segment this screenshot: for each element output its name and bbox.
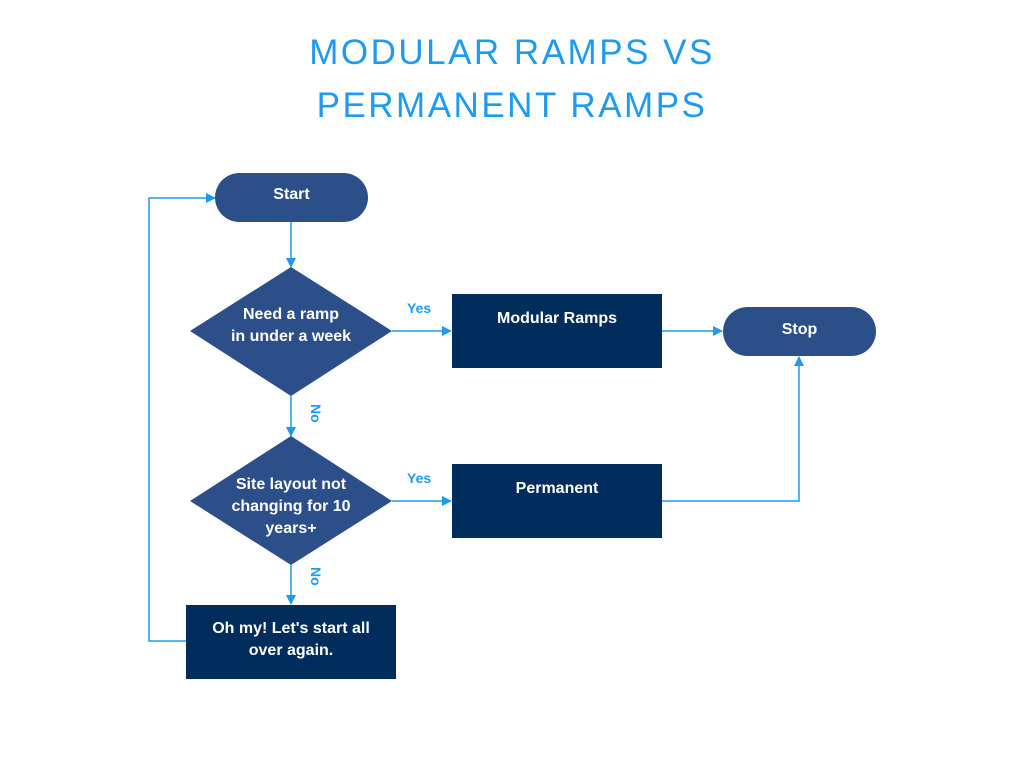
decision1-label: Need a ramp in under a week: [190, 304, 392, 348]
title-line-1: MODULAR RAMPS VS: [309, 33, 715, 72]
restart-label: Oh my! Let's start all over again.: [186, 618, 396, 662]
restart-label-line1: Oh my! Let's start all: [212, 620, 370, 637]
edge-label-no-1: No: [308, 404, 324, 423]
modular-ramps-label: Modular Ramps: [496, 310, 617, 327]
modular-ramps-process[interactable]: [452, 294, 662, 368]
decision1-label-line1: Need a ramp: [242, 306, 340, 323]
permanent-process[interactable]: [452, 464, 662, 538]
edge-label-yes-1: Yes: [407, 300, 432, 316]
permanent-label: Permanent: [515, 480, 599, 497]
decision2-label-line1: Site layout not: [235, 476, 347, 493]
edge-label-no-2: No: [308, 567, 324, 586]
title-line-2: PERMANENT RAMPS: [316, 86, 708, 125]
start-label: Start: [273, 186, 310, 203]
decision2-label-line3: years+: [265, 520, 317, 537]
edge-permanent-to-stop: [662, 356, 804, 502]
restart-process[interactable]: [186, 605, 396, 679]
decision-need-ramp-week[interactable]: [190, 267, 392, 396]
decision2-label-line2: changing for 10: [231, 498, 351, 515]
edge-restart-to-start: [148, 193, 216, 642]
start-terminal[interactable]: [215, 173, 368, 222]
restart-label-line2: over again.: [248, 642, 334, 659]
decision-site-layout[interactable]: [190, 436, 392, 565]
decision2-label: Site layout not changing for 10 years+: [190, 474, 392, 540]
stop-label: Stop: [781, 321, 818, 338]
stop-terminal[interactable]: [723, 307, 876, 356]
decision1-label-line2: in under a week: [230, 328, 352, 345]
edge-label-yes-2: Yes: [407, 470, 432, 486]
